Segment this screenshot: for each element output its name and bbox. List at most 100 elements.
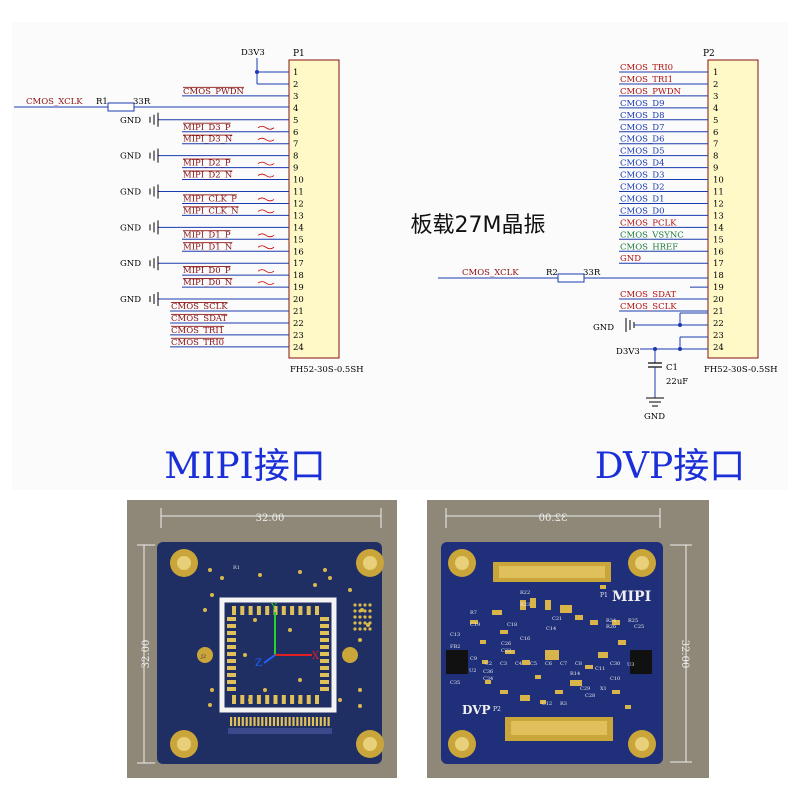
sensor-pad [227,652,236,656]
via [338,698,342,702]
p2-pin-number: 4 [713,104,718,114]
via [253,618,257,622]
fpc-pad [284,717,287,726]
p1-gnd-label: GND [120,116,141,126]
fpc-pad [253,717,256,726]
via [358,621,362,625]
pcb-right-refdes: U2 [469,668,476,674]
p1-gnd-label: GND [120,188,141,198]
smd-component [485,680,491,684]
p2-pin-number: 16 [713,247,724,257]
smd-component [585,665,593,669]
diff-pair-marker [257,269,275,274]
sensor-pad [320,666,329,670]
pcb-right-refdes: C25 [634,624,644,630]
fpc-pad [265,717,268,726]
p2-net-label: CMOS_SDAT [620,290,677,300]
p2-net-label: CMOS_PWDN [620,87,682,97]
fpc-pad [276,717,279,726]
pcb-right-refdes: C18 [507,622,517,628]
diff-pair-marker [257,137,275,142]
p2-ground-symbol [625,312,708,332]
via [353,615,357,619]
smd-component [530,598,536,608]
p1-power-label: D3V3 [241,48,265,58]
axis-y-label: Y [270,603,278,613]
via [323,568,327,572]
p2-pin-number: 23 [713,331,724,341]
via [368,609,372,613]
p1-resistor-value: 33R [133,97,151,107]
p1-pin-number: 2 [293,80,298,90]
fpc-pad [245,717,248,726]
via [353,603,357,607]
sensor-pad [320,638,329,642]
fpc-pad [300,717,303,726]
pcb-right-refdes: FB2 [450,644,460,650]
p1-gnd-label: GND [120,295,141,305]
pcb-right-ic-left [446,650,468,674]
via [328,576,332,580]
pcb-right-refdes: C10 [610,676,620,682]
p1-net-label: MIPI_D1_P [183,230,231,240]
p1-net-label: MIPI_D1_N [183,242,233,252]
p2-pin-number: 19 [713,283,724,293]
p1-net-label: CMOS_PWDN [183,87,245,97]
smd-component [522,660,530,665]
via [298,700,302,704]
p2-pin-number: 9 [713,164,718,174]
axis-z-label: Z [255,658,262,669]
sensor-pad [248,606,253,615]
p1-net-label: CMOS_SDAT [171,314,228,324]
via [358,704,362,708]
sensor-pad [290,695,295,704]
pcb-right-silk-mipi: MIPI [612,589,651,605]
pcb-right-refdes: C9 [470,656,477,662]
sensor-pad [265,695,270,704]
p1-connector: P1 FH52-30S-0.5SH 1234567891011121314151… [14,48,364,375]
pcb-right-silk-p2: P2 [493,706,501,713]
fpc-pad [233,717,237,726]
fpc-pad [304,717,307,726]
p1-net-label: CMOS_SCLK [171,302,228,312]
pcb-left-vias [203,568,372,708]
sensor-pad [320,673,329,677]
p1-net-label: MIPI_D0_N [183,278,233,288]
pcb-right-refdes: R25 [628,618,638,624]
sensor-pad [232,606,236,615]
p2-cap-gnd-label: GND [644,412,665,422]
p2-pin-number: 8 [713,152,718,162]
p2-net-label: CMOS_D0 [620,206,664,216]
pcb-right-refdes: R24 [606,618,616,624]
p1-pin-number: 7 [293,140,298,150]
smd-component [535,675,541,679]
pcb-right-refdes: C36 [483,669,493,675]
p1-net-label: MIPI_CLK_P [183,194,237,204]
diff-pair-marker [257,209,275,214]
pcb-right-refdes: C26 [501,641,511,647]
p1-xclk-label: CMOS_XCLK [26,97,83,107]
p1-junction [255,70,259,74]
sensor-pad [227,680,236,684]
via [298,678,302,682]
p1-pin-number: 22 [293,319,304,329]
pcb-left-sensor-pads [227,606,329,704]
p1-pin-number: 6 [293,128,298,138]
sensor-pad [320,652,329,656]
p2-designator: P2 [703,49,715,59]
pcb-right-silk-p1: P1 [600,592,608,599]
smd-component [545,600,551,610]
sensor-pad [281,695,286,704]
p2-net-label: CMOS_TRI0 [620,63,673,73]
pcb-right-refdes: C8 [575,661,582,667]
smd-component [575,615,583,620]
via [298,570,302,574]
pcb-right-refdes: C16 [520,636,530,642]
pcb-right-silk-dvp: DVP [462,703,491,717]
pcb-left-view: 32.00 32.00 Y X Z R1 J2 [127,500,397,778]
diff-pair-marker [257,173,275,178]
p2-pin-number: 6 [713,128,718,138]
